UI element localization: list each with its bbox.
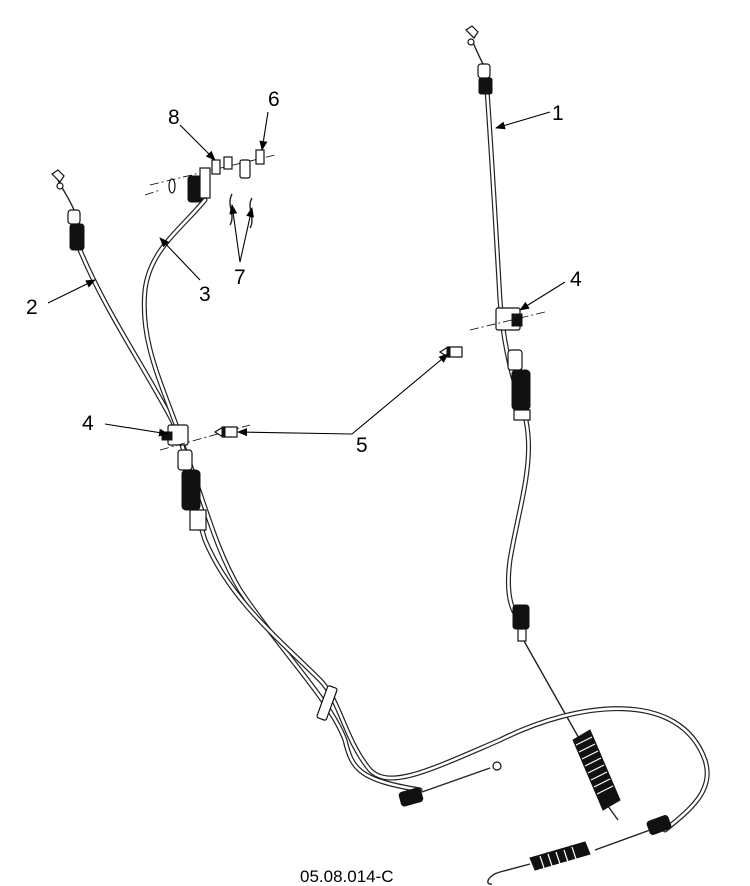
callout-6: 6 <box>268 88 280 111</box>
callout-3: 3 <box>199 283 211 306</box>
callout-4-left: 4 <box>82 412 94 435</box>
spring <box>572 729 621 811</box>
cable-3 <box>141 197 710 885</box>
lower-spring <box>529 841 591 871</box>
push-rivet-left <box>213 426 238 438</box>
callout-7: 7 <box>234 266 246 289</box>
top-hardware <box>144 149 276 229</box>
callout-5: 5 <box>356 434 368 457</box>
callout-8: 8 <box>168 106 180 129</box>
push-rivet-right <box>438 346 463 358</box>
callout-2: 2 <box>26 296 38 319</box>
cable-1 <box>465 25 621 821</box>
cable-2 <box>51 169 502 807</box>
callout-4-right: 4 <box>570 268 582 291</box>
callout-1: 1 <box>552 102 564 125</box>
figure-code: 05.08.014-C <box>300 867 394 886</box>
